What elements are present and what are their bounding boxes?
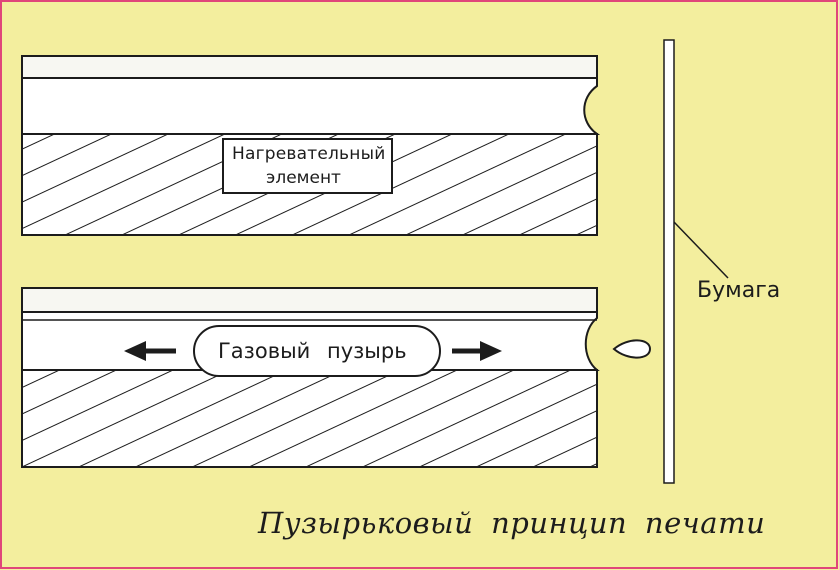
paper-leader-line <box>673 221 729 279</box>
paper-sheet <box>663 39 675 484</box>
figure-caption: Пузырьковый принцип печати <box>258 506 766 540</box>
nozzle-top-wall <box>21 55 598 79</box>
gas-bubble-label: Газовый пузырь <box>218 339 407 363</box>
right-arrow-icon <box>452 341 502 361</box>
paper-label: Бумага <box>697 278 781 303</box>
heating-element <box>222 138 393 194</box>
left-arrow-icon <box>124 341 176 361</box>
nozzle-idle <box>21 55 601 236</box>
nozzle-top-wall <box>21 287 598 313</box>
heater-label-line1: Нагревательный <box>232 144 386 164</box>
gas-bubble <box>193 325 441 377</box>
nozzle-ejecting <box>21 287 652 468</box>
ink-droplet <box>612 339 652 359</box>
ink-channel <box>21 77 601 135</box>
heater-label-line2: элемент <box>266 168 341 188</box>
substrate <box>21 369 598 468</box>
